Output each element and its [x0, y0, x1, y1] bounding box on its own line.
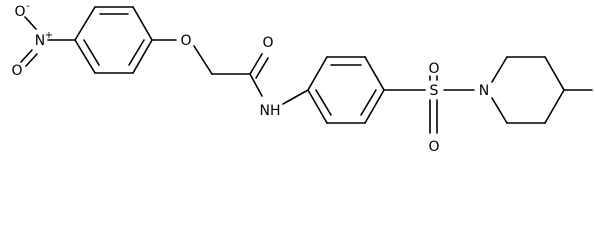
bond-carbonyl-double-a [249, 53, 263, 75]
atom-nitro-n: N + [35, 30, 53, 49]
atom-label-sulfonyl-s: S [430, 83, 439, 99]
bond-nh-ring [282, 89, 309, 105]
bond-n-o-double-a [20, 49, 33, 63]
atom-label-sulfonyl-o-top: O [428, 61, 439, 77]
piperidine-ring [491, 56, 565, 124]
bonds [20, 6, 593, 134]
atom-label-nitro-n: N [35, 33, 45, 49]
bond-n-o-minus [24, 16, 37, 30]
atom-label-nitro-o: O [11, 63, 22, 79]
atom-label-piperidine-n: N [479, 83, 489, 99]
atom-labels: O - N + O O O NH S O O N [11, 1, 489, 155]
nitrophenyl-ring [74, 6, 153, 74]
atom-label-ether-o: O [180, 33, 191, 49]
bond-ether-o-ch2 [193, 45, 213, 75]
bond-carbonyl-double-b [255, 57, 269, 79]
charge-nitro-o-minus: - [26, 1, 30, 12]
atom-nitro-o-minus: O - [14, 1, 30, 20]
atom-label-nitro-o-minus: O [14, 4, 25, 20]
central-phenyl-ring [307, 56, 385, 124]
molecule-structure-diagram: O - N + O O O NH S O O N [11, 1, 593, 155]
atom-label-carbonyl-o: O [262, 35, 273, 51]
atom-label-amide-nh: NH [260, 103, 281, 119]
bond-carbonyl-nh [249, 73, 263, 97]
bond-n-o-double-b [25, 53, 38, 67]
charge-nitro-n: + [45, 30, 53, 41]
atom-label-sulfonyl-o-bottom: O [428, 139, 439, 155]
